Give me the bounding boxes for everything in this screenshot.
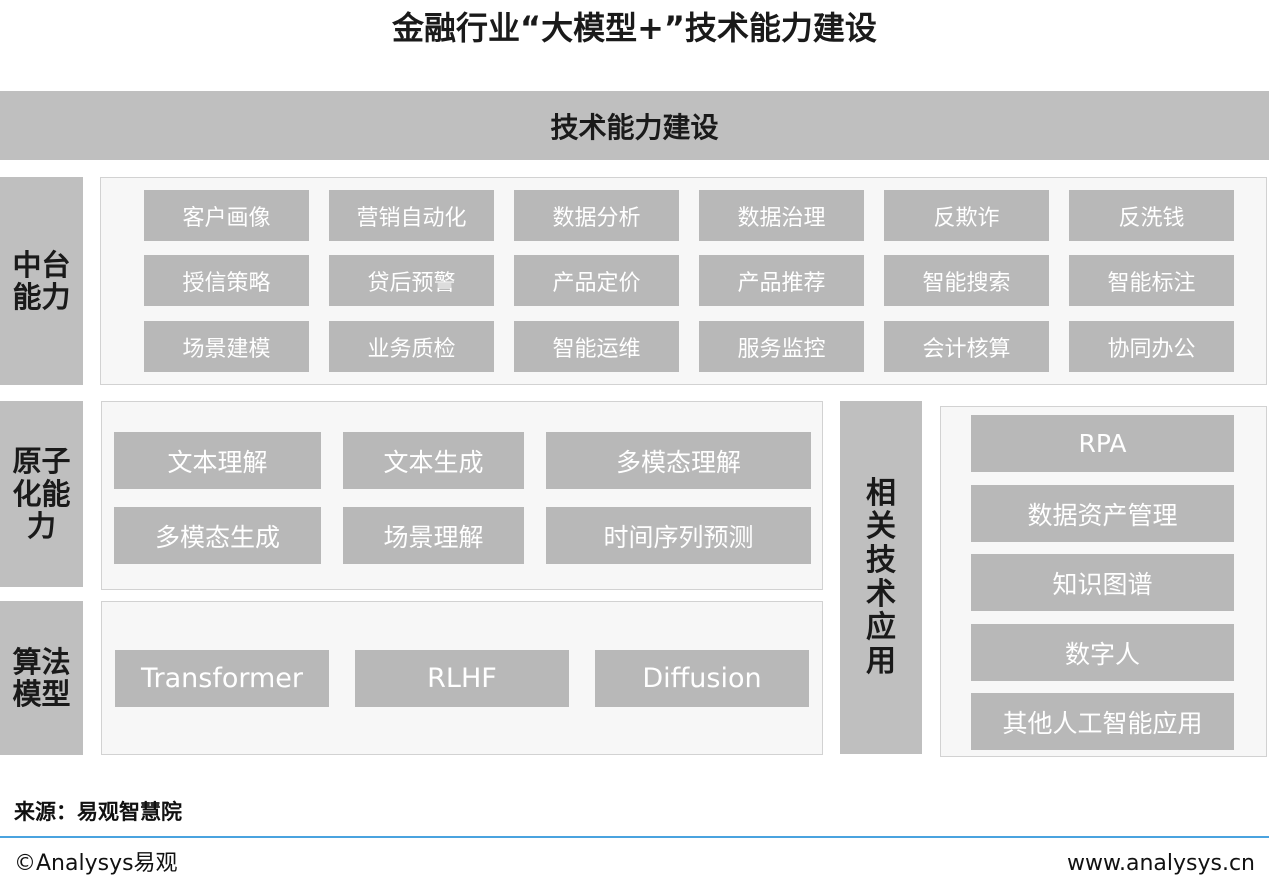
related-tech-chip: 其他人工智能应用 bbox=[971, 693, 1234, 750]
capability-chip: 产品推荐 bbox=[699, 255, 864, 306]
capability-chip: 智能运维 bbox=[514, 321, 679, 372]
related-tech-chip: 数字人 bbox=[971, 624, 1234, 681]
brand-mark: ©Analysys易观 bbox=[14, 851, 178, 876]
capability-chip: 产品定价 bbox=[514, 255, 679, 306]
website-text: www.analysys.cn bbox=[1067, 851, 1255, 876]
atomic-capability-panel: 文本理解 文本生成 多模态理解 多模态生成 场景理解 时间序列预测 bbox=[101, 401, 823, 590]
capability-chip: 反欺诈 bbox=[884, 190, 1049, 241]
capability-chip: 业务质检 bbox=[329, 321, 494, 372]
algorithm-chip-transformer: Transformer bbox=[115, 650, 329, 707]
middle-platform-panel: 客户画像 营销自动化 数据分析 数据治理 反欺诈 反洗钱 授信策略 贷后预警 产… bbox=[100, 177, 1267, 385]
capability-chip: 会计核算 bbox=[884, 321, 1049, 372]
capability-chip: 智能搜索 bbox=[884, 255, 1049, 306]
capability-chip: 数据治理 bbox=[699, 190, 864, 241]
related-tech-chip: 知识图谱 bbox=[971, 554, 1234, 611]
capability-chip: 贷后预警 bbox=[329, 255, 494, 306]
tech-capability-band: 技术能力建设 bbox=[0, 91, 1269, 160]
related-tech-chip: 数据资产管理 bbox=[971, 485, 1234, 542]
capability-chip: 授信策略 bbox=[144, 255, 309, 306]
capability-chip: 营销自动化 bbox=[329, 190, 494, 241]
algorithm-chip-diffusion: Diffusion bbox=[595, 650, 809, 707]
footer-divider bbox=[0, 836, 1269, 838]
capability-chip: 反洗钱 bbox=[1069, 190, 1234, 241]
related-tech-chip: RPA bbox=[971, 415, 1234, 472]
source-note: 来源：易观智慧院 bbox=[14, 800, 182, 824]
related-tech-label: 相关技术应用 bbox=[840, 401, 922, 754]
atomic-chip: 文本生成 bbox=[343, 432, 524, 489]
page-title: 金融行业“大模型+”技术能力建设 bbox=[392, 9, 877, 47]
atomic-chip: 场景理解 bbox=[343, 507, 524, 564]
atomic-chip: 文本理解 bbox=[114, 432, 321, 489]
middle-platform-label: 中台能力 bbox=[0, 177, 83, 385]
capability-chip: 数据分析 bbox=[514, 190, 679, 241]
capability-chip: 场景建模 bbox=[144, 321, 309, 372]
algorithm-model-label: 算法模型 bbox=[0, 601, 83, 755]
capability-chip: 客户画像 bbox=[144, 190, 309, 241]
atomic-chip: 多模态理解 bbox=[546, 432, 811, 489]
capability-chip: 智能标注 bbox=[1069, 255, 1234, 306]
capability-chip: 服务监控 bbox=[699, 321, 864, 372]
atomic-chip: 时间序列预测 bbox=[546, 507, 811, 564]
atomic-capability-label: 原子化能力 bbox=[0, 401, 83, 587]
capability-chip: 协同办公 bbox=[1069, 321, 1234, 372]
atomic-chip: 多模态生成 bbox=[114, 507, 321, 564]
algorithm-chip-rlhf: RLHF bbox=[355, 650, 569, 707]
